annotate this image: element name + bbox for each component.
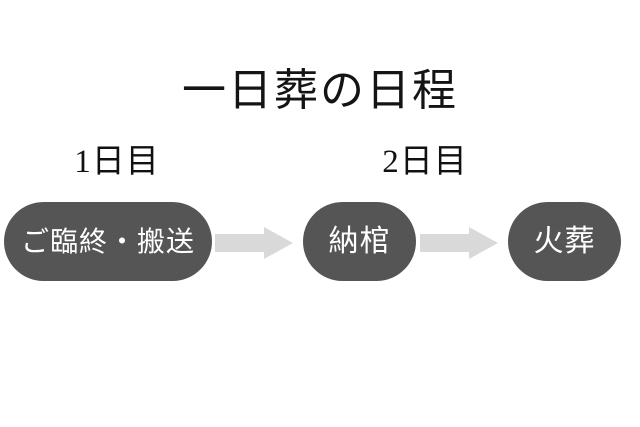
step-node-label: ご臨終・搬送 [20, 225, 195, 257]
arrow-right-icon [420, 227, 498, 259]
arrow-right-icon [215, 227, 293, 259]
step-node-rinju-hanso[interactable]: ご臨終・搬送 [4, 202, 212, 281]
day-label-2: 2日目 [382, 144, 468, 180]
day-label-1: 1日目 [74, 144, 160, 180]
step-node-label: 納棺 [328, 224, 391, 258]
step-node-kasou[interactable]: 火葬 [508, 202, 621, 281]
step-node-nokan[interactable]: 納棺 [303, 202, 416, 281]
page-title: 一日葬の日程 [182, 66, 458, 115]
step-node-label: 火葬 [533, 224, 596, 258]
